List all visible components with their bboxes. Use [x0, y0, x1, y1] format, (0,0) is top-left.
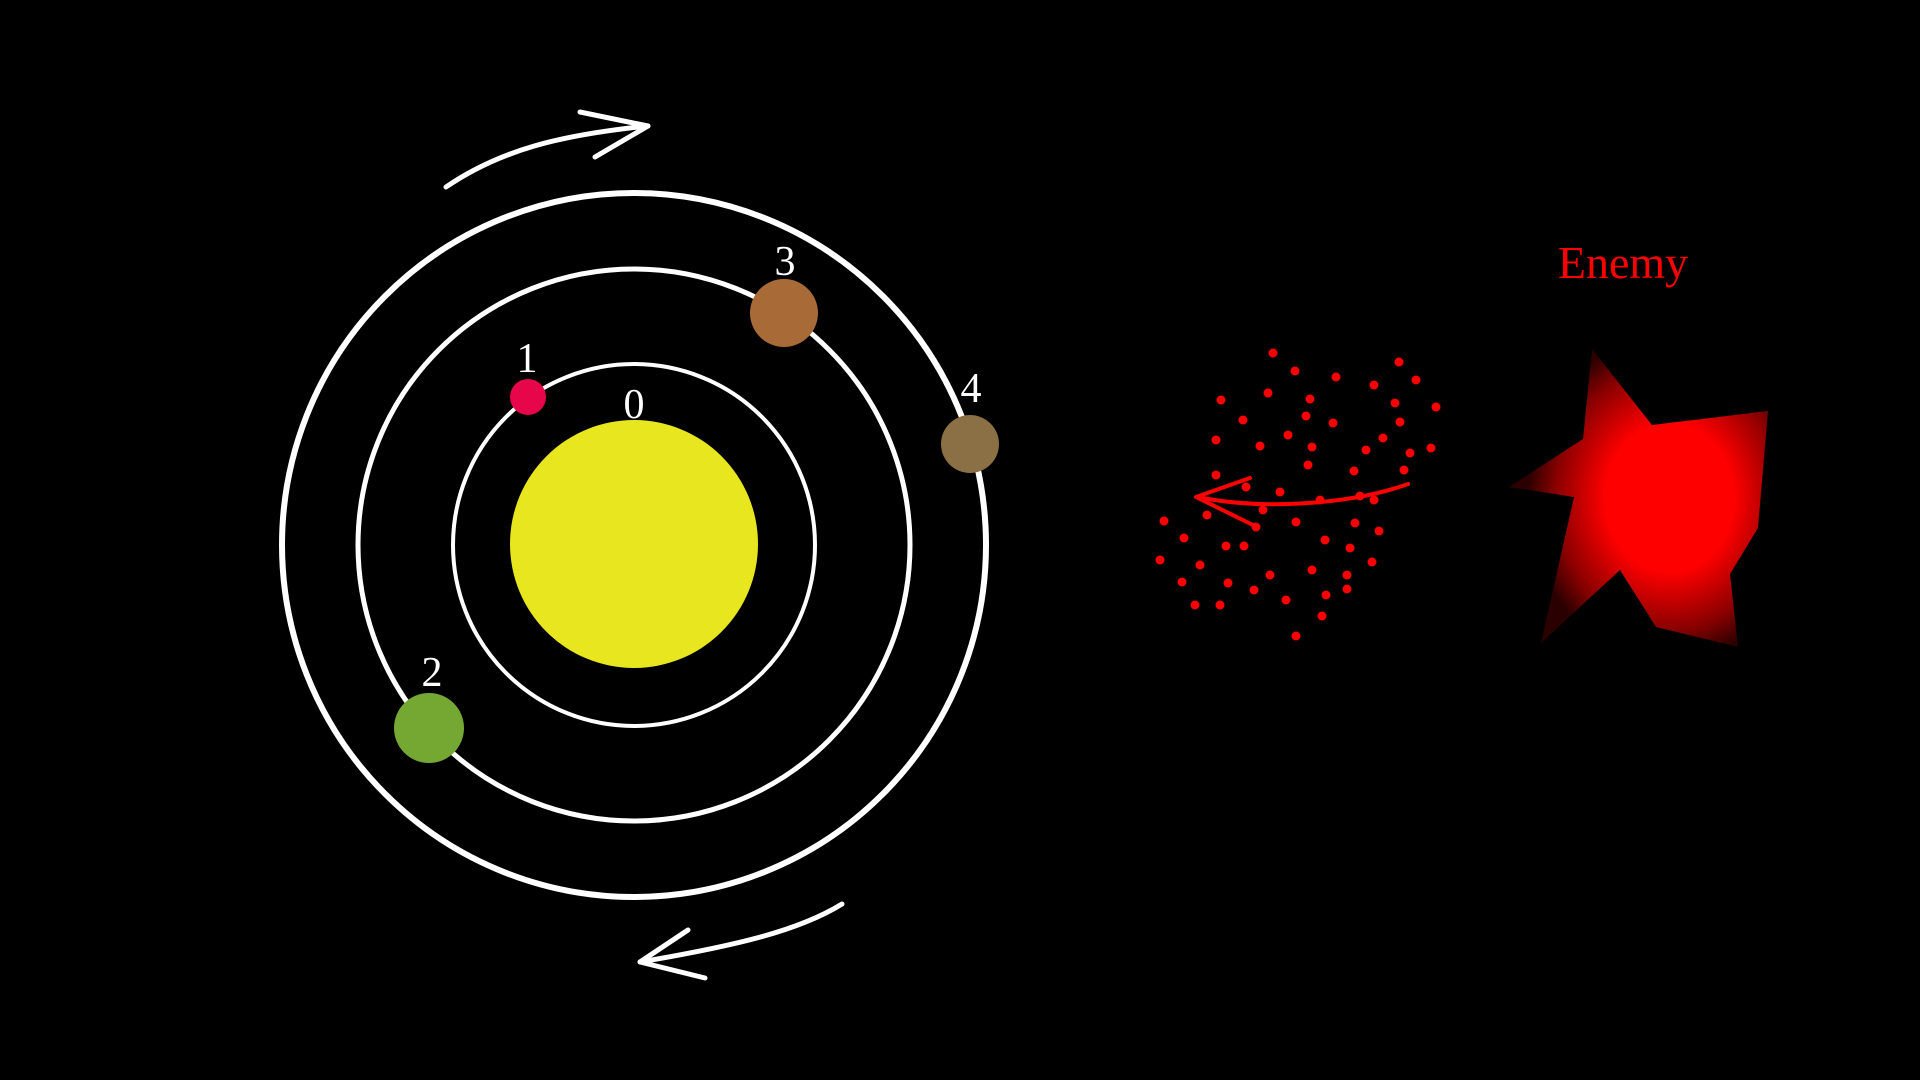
- swarm-particle: [1328, 418, 1338, 428]
- swarm-particle: [1342, 584, 1352, 594]
- swarm-particle: [1177, 577, 1187, 587]
- planet-2-body: [394, 693, 464, 763]
- planet-1-label: 1: [517, 336, 538, 382]
- swarm-particle: [1303, 460, 1313, 470]
- particle-swarm: [1155, 348, 1441, 641]
- orbits: [279, 190, 989, 900]
- sun-label: 0: [624, 382, 645, 428]
- planet-3-label: 3: [775, 239, 796, 285]
- swarm-particle: [1317, 611, 1327, 621]
- swarm-particle: [1258, 505, 1268, 515]
- swarm-particle: [1291, 517, 1301, 527]
- enemy: Enemy: [1509, 237, 1768, 647]
- swarm-particle: [1211, 470, 1221, 480]
- swarm-particle: [1349, 466, 1359, 476]
- swarm-particle: [1190, 600, 1200, 610]
- planet-1-body: [510, 379, 546, 415]
- planet-3-body: [750, 279, 818, 347]
- planet-2: 2: [394, 650, 464, 763]
- swarm-particle: [1301, 411, 1311, 421]
- swarm-particle: [1390, 398, 1400, 408]
- swarm-particle: [1202, 510, 1212, 520]
- sun: 0: [510, 382, 758, 668]
- planet-2-label: 2: [422, 650, 443, 696]
- swarm-particle: [1374, 526, 1384, 536]
- planet-4-label: 4: [961, 366, 982, 412]
- swarm-particle: [1211, 435, 1221, 445]
- swarm-particle: [1320, 535, 1330, 545]
- swarm-particle: [1263, 388, 1273, 398]
- swarm-particle: [1405, 448, 1415, 458]
- orbit-inner: [451, 362, 817, 728]
- swarm-particle: [1290, 366, 1300, 376]
- planet-4-body: [941, 415, 999, 473]
- swarm-particle: [1345, 543, 1355, 553]
- swarm-particle: [1159, 516, 1169, 526]
- swarm-particle: [1239, 541, 1249, 551]
- swarm-particle: [1238, 415, 1248, 425]
- swarm-particle: [1369, 380, 1379, 390]
- planet-4: 4: [941, 366, 999, 473]
- swarm-particle: [1249, 585, 1259, 595]
- swarm-particle: [1350, 518, 1360, 528]
- swarm-particle: [1399, 465, 1409, 475]
- swarm-particle: [1394, 357, 1404, 367]
- swarm-particle: [1179, 533, 1189, 543]
- swarm-particle: [1268, 348, 1278, 358]
- swarm-particle: [1369, 495, 1379, 505]
- swarm-particle: [1426, 443, 1436, 453]
- swarm-particle: [1255, 441, 1265, 451]
- swarm-particle: [1378, 433, 1388, 443]
- swarm-particle: [1342, 570, 1352, 580]
- swarm-particle: [1223, 578, 1233, 588]
- swarm-particle: [1283, 430, 1293, 440]
- enemy-label: Enemy: [1558, 237, 1688, 288]
- swarm-particle: [1216, 395, 1226, 405]
- swarm-particle: [1307, 565, 1317, 575]
- swarm-particle: [1367, 557, 1377, 567]
- swarm-particle: [1361, 445, 1371, 455]
- swarm-particle: [1307, 442, 1317, 452]
- swarm-particle: [1411, 375, 1421, 385]
- planet-1: 1: [510, 336, 546, 415]
- counterclockwise-arrow-icon: [637, 901, 845, 981]
- swarm-particle: [1395, 417, 1405, 427]
- swarm-particle: [1215, 600, 1225, 610]
- clockwise-arrow-icon: [443, 109, 651, 190]
- left-arrow-icon: [1194, 476, 1410, 528]
- orbit-outer: [279, 190, 989, 900]
- planet-3: 3: [750, 239, 818, 347]
- swarm-particle: [1195, 560, 1205, 570]
- sun-body: [510, 420, 758, 668]
- enemy-shape: [1509, 349, 1768, 647]
- swarm-particle: [1281, 595, 1291, 605]
- swarm-particle: [1305, 394, 1315, 404]
- swarm-particle: [1275, 487, 1285, 497]
- swarm-particle: [1331, 372, 1341, 382]
- orbit-middle: [355, 266, 913, 824]
- swarm-particle: [1431, 402, 1441, 412]
- swarm-particle: [1291, 631, 1301, 641]
- swarm-particle: [1155, 555, 1165, 565]
- swarm-particle: [1265, 570, 1275, 580]
- swarm-particle: [1241, 482, 1251, 492]
- swarm-particle: [1321, 590, 1331, 600]
- swarm-particle: [1221, 541, 1231, 551]
